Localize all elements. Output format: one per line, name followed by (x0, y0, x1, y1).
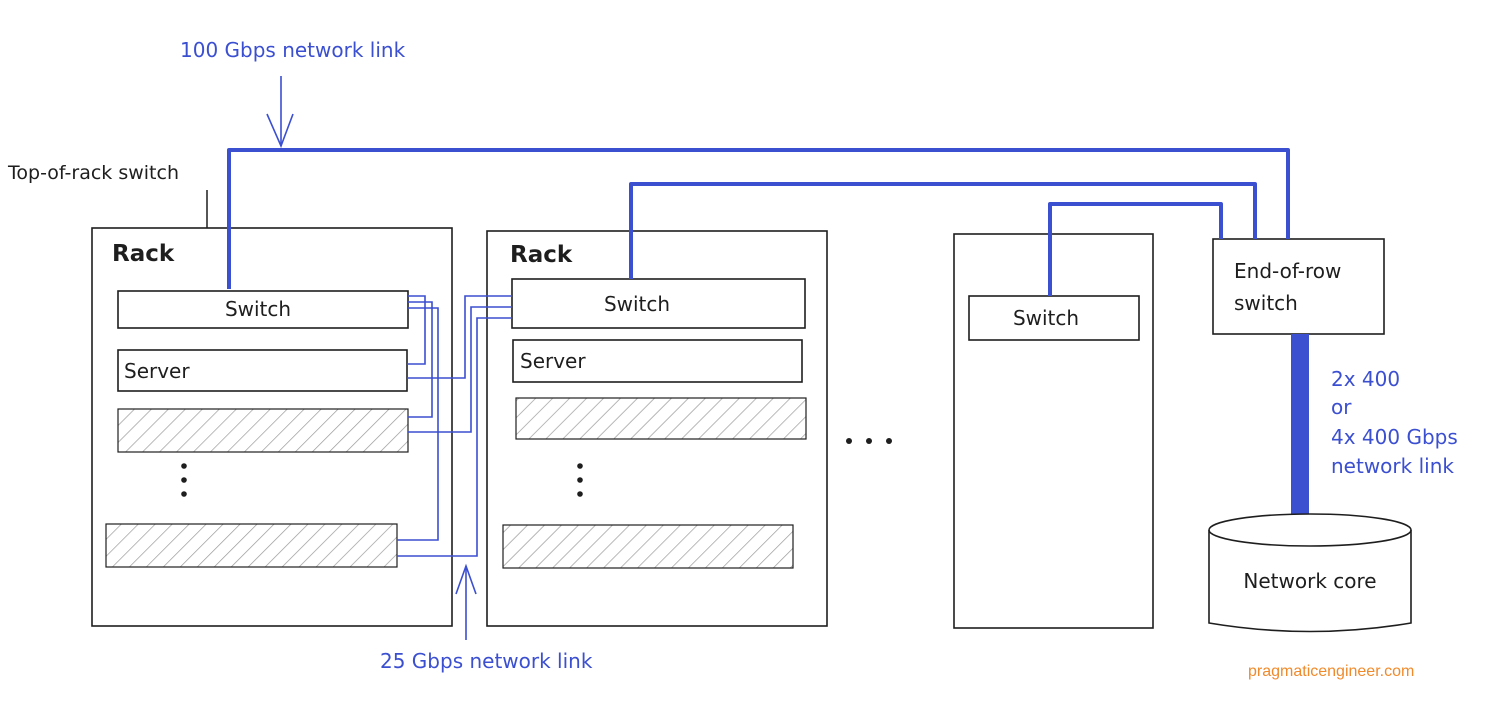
rack-2-server (512, 339, 803, 383)
horizontal-ellipsis-icon (846, 438, 892, 444)
core-link-label-line3: 4x 400 Gbps (1331, 425, 1458, 449)
server-links-rack-1 (397, 295, 439, 541)
rack-2-switch (511, 278, 806, 329)
rack-2-vertical-ellipsis-icon (577, 463, 583, 497)
uplink-rack-3 (1048, 202, 1223, 296)
rack-1-vertical-ellipsis-icon (181, 463, 187, 497)
rack-2-server-slot (502, 524, 794, 569)
rack-2-server-slot (515, 397, 807, 440)
network-core: Network core (1208, 513, 1412, 633)
rack-1-server (117, 349, 408, 392)
rack-2-server-label: Server (520, 349, 586, 373)
label-100-gbps-link: 100 Gbps network link (180, 38, 406, 62)
rack-2-title: Rack (510, 242, 573, 268)
rack-1-server-slot (105, 523, 398, 568)
eor-switch-label-line1: End-of-row (1234, 259, 1341, 283)
end-of-row-switch: End-of-row switch (1212, 238, 1385, 335)
server-links-rack-1-to-rack-2 (397, 295, 512, 557)
rack-2-switch-label: Switch (604, 292, 670, 316)
rack-1-switch-label: Switch (225, 297, 291, 321)
uplink-rack-2 (629, 182, 1257, 279)
rack-3: Switch (953, 233, 1154, 629)
core-uplink (1291, 334, 1309, 523)
core-link-label-line2: or (1331, 395, 1352, 419)
rack-3-switch-label: Switch (1013, 306, 1079, 330)
core-link-label-line1: 2x 400 (1331, 367, 1400, 391)
rack-1-switch (117, 290, 409, 329)
rack-1: Rack Switch Server (91, 227, 453, 627)
rack-1-server-slot (117, 408, 409, 453)
network-core-label: Network core (1243, 569, 1376, 593)
uplink-rack-1 (227, 148, 1290, 289)
label-top-of-rack-switch: Top-of-rack switch (7, 162, 179, 184)
arrow-100-gbps-icon (266, 76, 294, 149)
credit-text: pragmaticengineer.com (1248, 663, 1415, 680)
rack-1-title: Rack (112, 241, 175, 267)
core-link-label-line4: network link (1331, 454, 1454, 478)
label-25-gbps-link: 25 Gbps network link (380, 649, 593, 673)
rack-3-switch (968, 295, 1140, 341)
eor-switch-label-line2: switch (1234, 291, 1298, 315)
rack-2: Rack Switch Server (486, 230, 828, 627)
arrow-25-gbps-icon (455, 563, 477, 640)
rack-1-server-label: Server (124, 359, 190, 383)
